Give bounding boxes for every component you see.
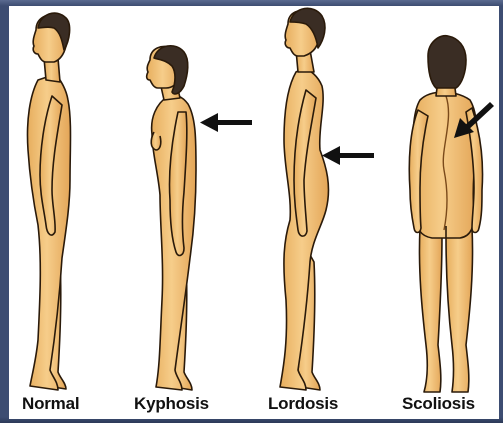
label-kyphosis: Kyphosis (134, 394, 209, 414)
label-scoliosis: Scoliosis (402, 394, 475, 414)
arrow-icon (200, 113, 252, 132)
label-normal: Normal (22, 394, 79, 414)
arrow-icon (322, 146, 374, 165)
figure-lordosis (280, 8, 374, 390)
figure-kyphosis (147, 46, 252, 390)
label-lordosis: Lordosis (268, 394, 338, 414)
figure-normal (27, 13, 70, 390)
figure-scoliosis (409, 36, 494, 392)
